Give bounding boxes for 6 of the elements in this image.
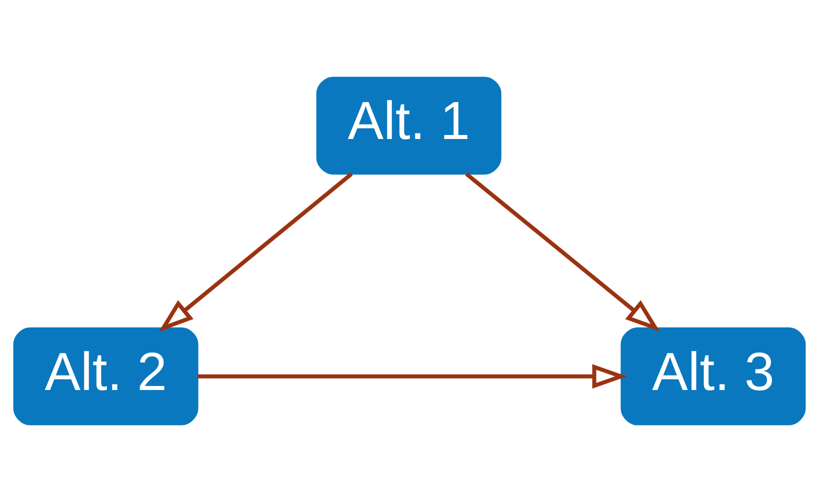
arrow xyxy=(198,364,628,388)
node-box: Alt. 2 xyxy=(13,326,198,425)
arrow xyxy=(465,172,660,332)
node-box: Alt. 1 xyxy=(316,76,502,174)
arrow xyxy=(158,172,353,332)
node-box: Alt. 3 xyxy=(620,326,806,425)
